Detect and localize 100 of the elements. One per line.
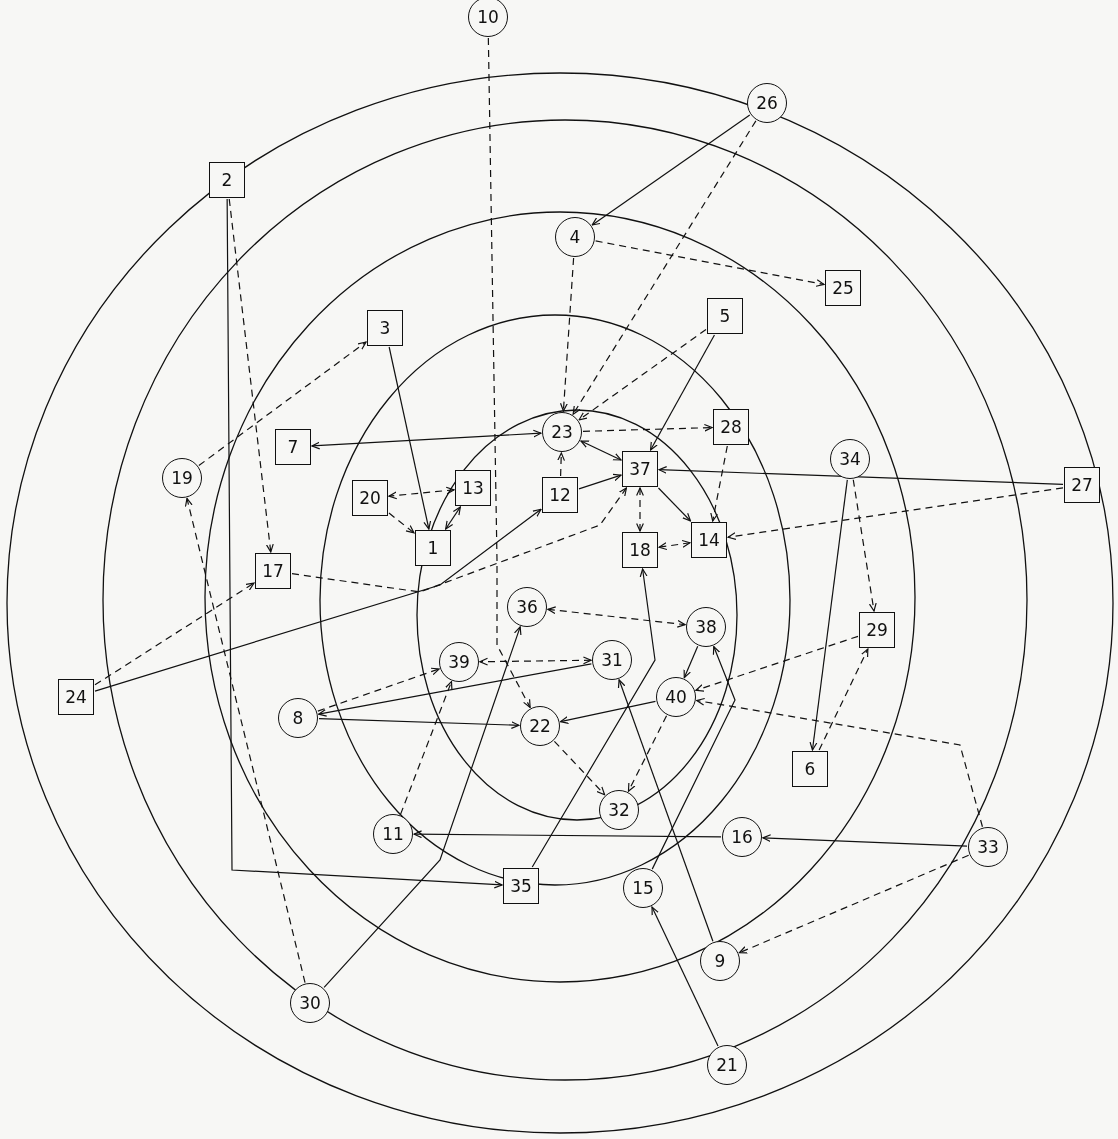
- arrow: [818, 648, 869, 751]
- square-node: [275, 429, 311, 465]
- circle-node: [968, 827, 1008, 867]
- node-number: 5: [719, 307, 731, 325]
- arrow: [311, 429, 542, 450]
- node-number: 16: [731, 828, 753, 846]
- arrow: [572, 120, 757, 415]
- arrow: [184, 497, 306, 984]
- arrow: [696, 697, 984, 828]
- arrow: [636, 487, 644, 532]
- arrow: [559, 700, 657, 724]
- arrow: [318, 718, 520, 729]
- arrow: [445, 506, 461, 530]
- node-number: 1: [427, 539, 439, 557]
- node-number: 31: [601, 651, 623, 669]
- square-node: [792, 751, 828, 787]
- square-node: [209, 162, 245, 198]
- node-number: 36: [516, 598, 538, 616]
- circle-node: [162, 458, 202, 498]
- node-number: 14: [698, 531, 720, 549]
- node-number: 23: [551, 423, 573, 441]
- square-node: [455, 470, 491, 506]
- arrow: [852, 479, 877, 612]
- arrow: [198, 341, 367, 467]
- circle-node: [686, 607, 726, 647]
- square-node: [58, 679, 94, 715]
- node-number: 24: [65, 688, 87, 706]
- arrow: [578, 473, 622, 490]
- arrow: [595, 240, 825, 287]
- node-number: 34: [839, 450, 861, 468]
- arrow: [291, 487, 628, 593]
- node-number: 13: [462, 479, 484, 497]
- arrow: [809, 479, 848, 751]
- node-number: 15: [632, 879, 654, 897]
- circle-node: [439, 642, 479, 682]
- node-number: 32: [608, 801, 630, 819]
- circle-node: [830, 439, 870, 479]
- node-number: 26: [756, 94, 778, 112]
- node-number: 21: [716, 1056, 738, 1074]
- arrow: [580, 440, 622, 461]
- square-node: [542, 477, 578, 513]
- square-node: [622, 451, 658, 487]
- square-node: [367, 310, 403, 346]
- node-number: 12: [549, 486, 571, 504]
- node-number: 19: [171, 469, 193, 487]
- square-node: [825, 270, 861, 306]
- square-node: [255, 553, 291, 589]
- arrow: [228, 198, 274, 553]
- square-node: [707, 298, 743, 334]
- circle-node: [468, 0, 508, 37]
- node-number: 7: [287, 438, 299, 456]
- node-number: 4: [569, 228, 581, 246]
- arrow: [649, 334, 716, 451]
- node-number: 11: [382, 825, 404, 843]
- circle-node: [700, 941, 740, 981]
- arrow: [651, 906, 719, 1047]
- arrow: [617, 679, 714, 942]
- arrow: [762, 834, 968, 847]
- circle-node: [722, 817, 762, 857]
- circle-node: [592, 640, 632, 680]
- circle-node: [520, 706, 560, 746]
- arrow: [226, 198, 503, 889]
- square-node: [503, 868, 539, 904]
- node-number: 10: [477, 8, 499, 26]
- node-number: 25: [832, 279, 854, 297]
- arrow: [557, 452, 566, 477]
- arrow: [553, 740, 606, 796]
- arrow: [388, 346, 432, 530]
- arrow: [94, 582, 255, 686]
- square-node: [352, 480, 388, 516]
- node-number: 33: [977, 838, 999, 856]
- arrow: [388, 512, 415, 534]
- node-number: 37: [629, 460, 651, 478]
- node-number: 38: [695, 618, 717, 636]
- node-number: 27: [1071, 476, 1093, 494]
- arrow: [578, 328, 707, 421]
- arrow: [727, 487, 1064, 540]
- arrow: [710, 445, 728, 522]
- node-number: 17: [262, 562, 284, 580]
- node-number: 20: [359, 489, 381, 507]
- circle-node: [278, 698, 318, 738]
- arrow: [683, 645, 699, 679]
- circle-node: [542, 412, 582, 452]
- node-number: 40: [665, 688, 687, 706]
- node-number: 18: [629, 541, 651, 559]
- arrow: [657, 487, 692, 522]
- arrow: [658, 539, 691, 551]
- node-number: 2: [221, 171, 233, 189]
- arrow: [487, 37, 531, 709]
- node-number: 22: [529, 717, 551, 735]
- node-number: 29: [866, 621, 888, 639]
- arrow: [658, 466, 1064, 485]
- circle-node: [555, 217, 595, 257]
- node-number: 30: [299, 994, 321, 1012]
- node-number: 28: [720, 418, 742, 436]
- arrow: [547, 606, 686, 628]
- circle-node: [747, 83, 787, 123]
- arrow: [738, 854, 970, 954]
- arrow: [651, 645, 736, 870]
- node-number: 3: [379, 319, 391, 337]
